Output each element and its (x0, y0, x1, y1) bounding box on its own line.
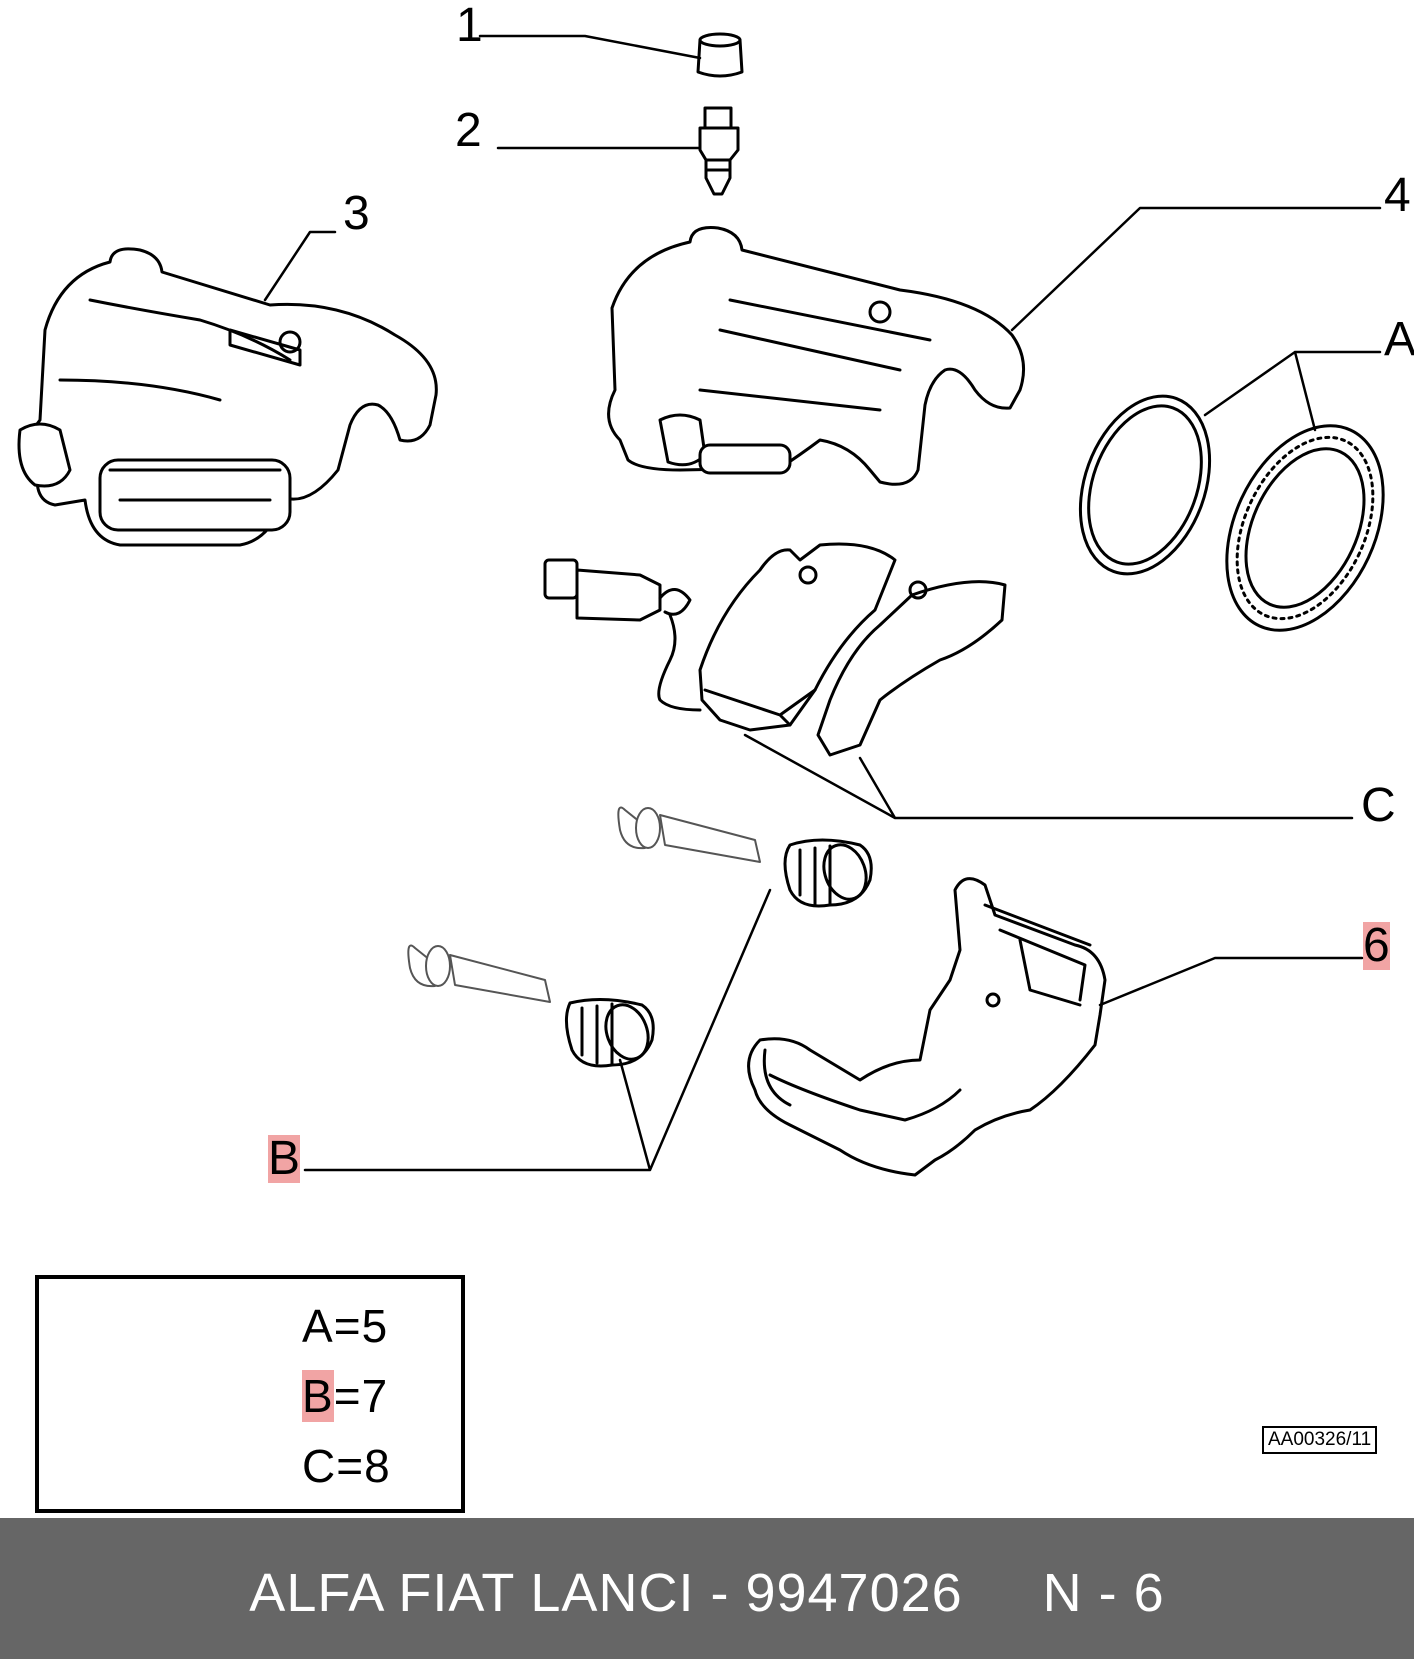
legend-equals: = (333, 1300, 362, 1352)
legend-value: 8 (364, 1440, 391, 1492)
callout-1: 1 (456, 0, 483, 52)
legend-value: 7 (361, 1370, 389, 1422)
callout-6: 6 (1363, 919, 1390, 972)
caliper-bracket-part (747, 877, 1107, 1177)
callout-2: 2 (455, 104, 482, 157)
callout-4: 4 (1384, 169, 1411, 222)
kit-legend-box: A=5 B=7 C=8 (35, 1275, 465, 1513)
callout-B: B (268, 1132, 301, 1185)
piston-seal-kit-part (1078, 394, 1385, 632)
callout-A: A (1384, 313, 1414, 366)
callout-C: C (1361, 779, 1396, 832)
bleeder-cap-part (696, 32, 744, 78)
legend-key: C (302, 1440, 337, 1492)
legend-value: 5 (361, 1300, 389, 1352)
brake-pad-set-part (543, 542, 1007, 757)
legend-row-C: C=8 (302, 1439, 391, 1493)
callout-3: 3 (343, 187, 370, 240)
legend-equals: = (336, 1440, 365, 1492)
legend-key: A (302, 1300, 334, 1352)
legend-key: B (302, 1370, 334, 1422)
legend-row-B: B=7 (302, 1369, 388, 1423)
bleeder-screw-part (698, 106, 740, 196)
legend-equals: = (333, 1370, 362, 1422)
footer-bar: ALFA FIAT LANCI - 9947026 N - 6 (0, 1518, 1414, 1659)
diagram-reference-code: AA00326/11 (1262, 1426, 1378, 1454)
guide-pin-kit-part (407, 806, 873, 1068)
footer-part-number: ALFA FIAT LANCI - 9947026 N - 6 (249, 1563, 1165, 1623)
caliper-right-part (607, 226, 1026, 486)
caliper-left-part (17, 247, 438, 547)
legend-row-A: A=5 (302, 1299, 388, 1353)
leader-lines (263, 34, 1382, 1172)
